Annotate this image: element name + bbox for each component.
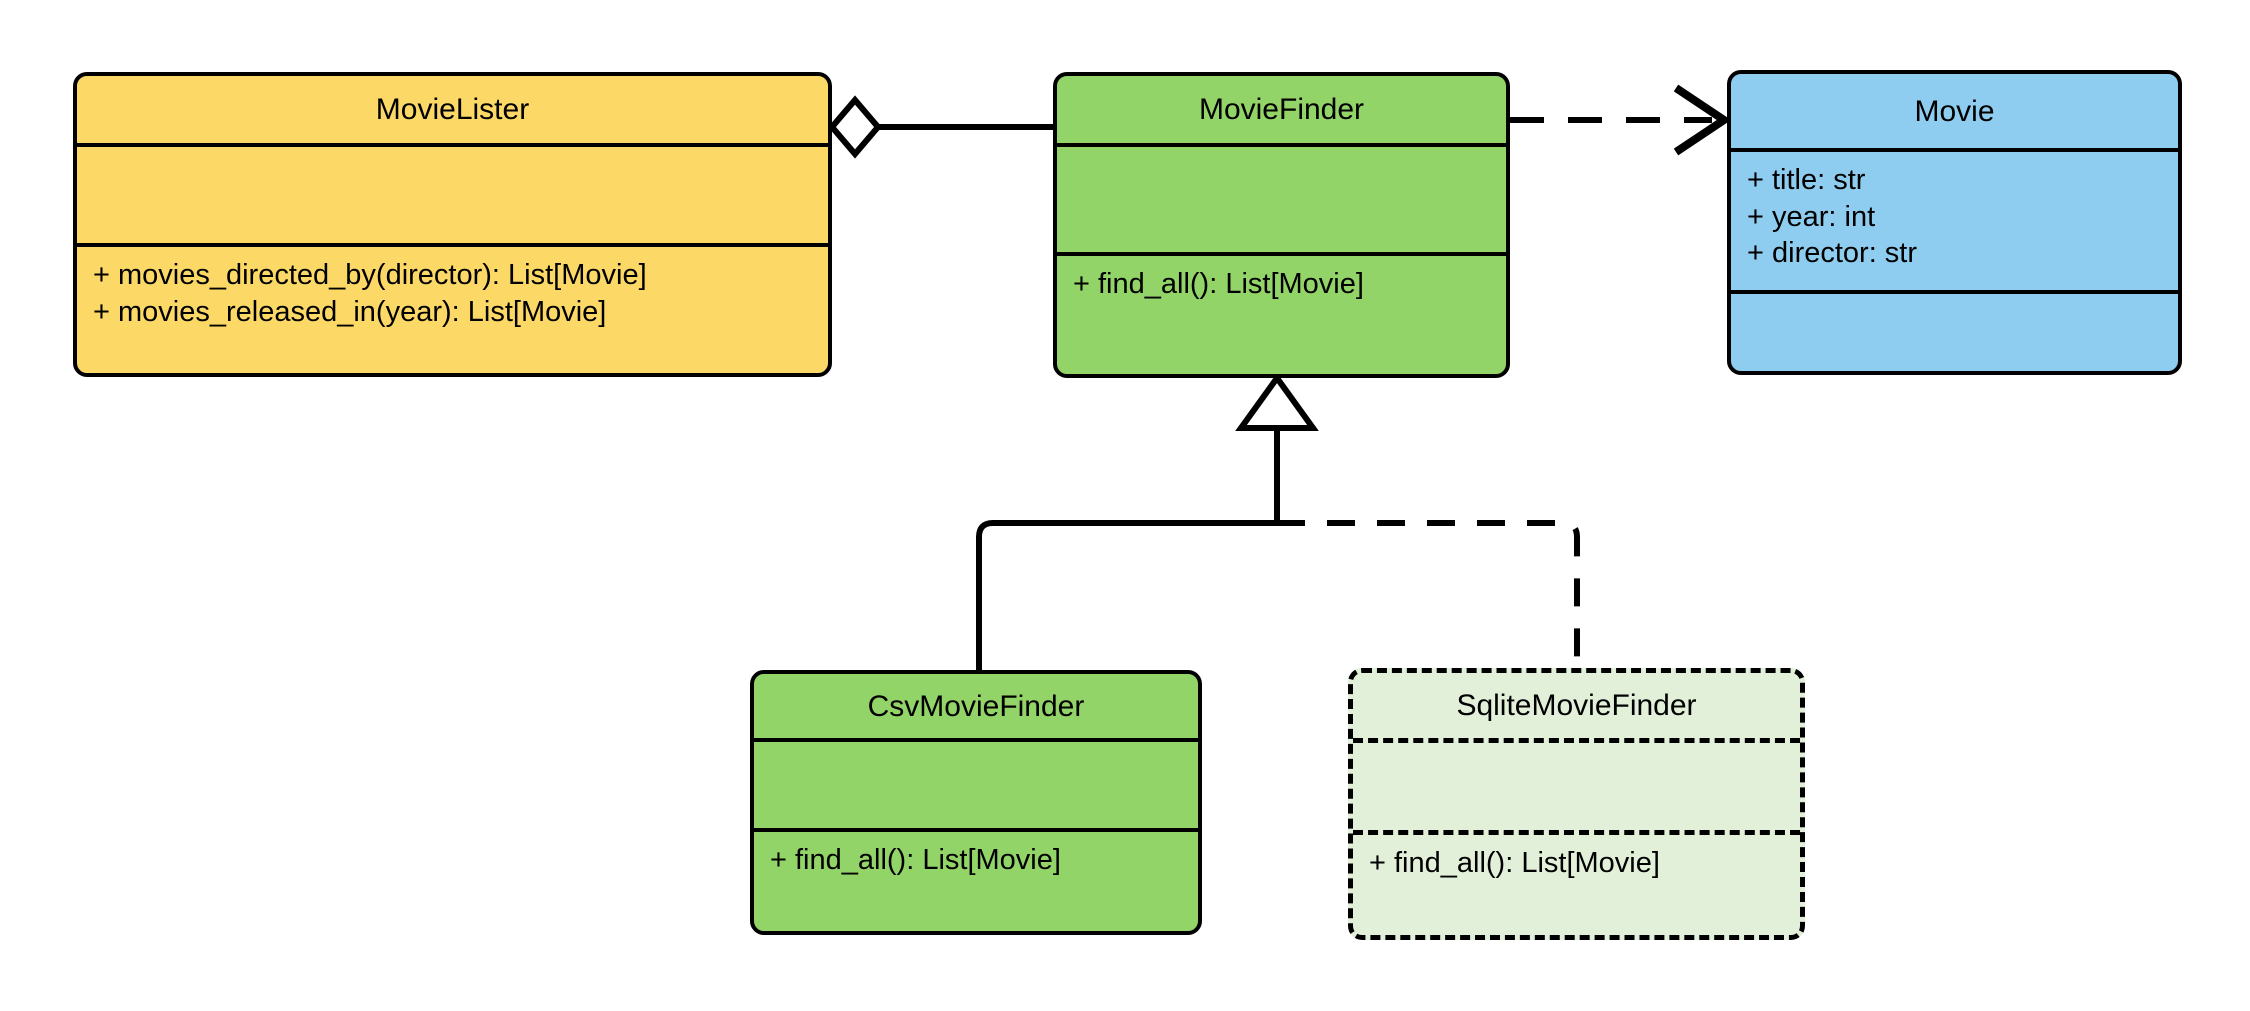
class-attributes-compartment	[77, 147, 828, 247]
hollow-diamond-icon	[828, 95, 882, 159]
class-name-movie-lister: MovieLister	[375, 93, 530, 126]
open-arrow-icon	[1673, 84, 1732, 156]
class-name-movie-finder: MovieFinder	[1198, 93, 1365, 126]
class-box-sqlite-movie-finder[interactable]: SqliteMovieFinder + find_all(): List[Mov…	[1348, 668, 1805, 940]
generalization-branch-csv	[976, 520, 1277, 670]
class-methods-compartment: + find_all(): List[Movie]	[1353, 835, 1800, 935]
relationship-generalization-sqlite-finder[interactable]	[1277, 520, 1580, 668]
relationship-aggregation-lister-finder[interactable]	[828, 95, 1053, 159]
class-name-sqlite-movie-finder: SqliteMovieFinder	[1456, 689, 1697, 722]
class-box-csv-movie-finder[interactable]: CsvMovieFinder + find_all(): List[Movie]	[750, 670, 1202, 935]
class-title-compartment: CsvMovieFinder	[754, 674, 1198, 742]
class-title-compartment: SqliteMovieFinder	[1353, 673, 1800, 743]
class-box-movie-lister[interactable]: MovieLister + movies_directed_by(directo…	[73, 72, 832, 377]
class-method: + find_all(): List[Movie]	[1369, 847, 1660, 879]
class-method: + movies_directed_by(director): List[Mov…	[93, 259, 647, 291]
class-name-movie: Movie	[1914, 94, 1995, 128]
relationship-dependency-finder-movie[interactable]	[1510, 84, 1732, 156]
class-method: + movies_released_in(year): List[Movie]	[93, 295, 607, 328]
class-methods-compartment	[1731, 294, 2178, 371]
class-method: + find_all(): List[Movie]	[1073, 268, 1364, 300]
hollow-triangle-icon	[1235, 372, 1319, 431]
generalization-branch-sqlite	[1277, 520, 1580, 668]
class-box-movie[interactable]: Movie + title: str + year: int + directo…	[1727, 70, 2182, 375]
class-attributes-compartment	[754, 742, 1198, 832]
class-attributes-compartment	[1057, 147, 1506, 256]
class-methods-compartment: + find_all(): List[Movie]	[1057, 256, 1506, 374]
class-attribute: + year: int	[1747, 200, 1876, 233]
class-attribute: + director: str	[1747, 237, 1918, 270]
relationship-generalization-csv-finder[interactable]	[976, 372, 1319, 670]
class-attribute: + title: str	[1747, 164, 1866, 196]
class-title-compartment: MovieLister	[77, 76, 828, 147]
class-name-csv-movie-finder: CsvMovieFinder	[867, 689, 1085, 723]
class-methods-compartment: + movies_directed_by(director): List[Mov…	[77, 247, 828, 373]
class-method: + find_all(): List[Movie]	[770, 844, 1061, 876]
class-title-compartment: MovieFinder	[1057, 76, 1506, 147]
class-title-compartment: Movie	[1731, 74, 2178, 152]
class-methods-compartment: + find_all(): List[Movie]	[754, 832, 1198, 931]
class-box-movie-finder[interactable]: MovieFinder + find_all(): List[Movie]	[1053, 72, 1510, 378]
class-attributes-compartment	[1353, 743, 1800, 835]
class-attributes-compartment: + title: str + year: int + director: str	[1731, 152, 2178, 294]
